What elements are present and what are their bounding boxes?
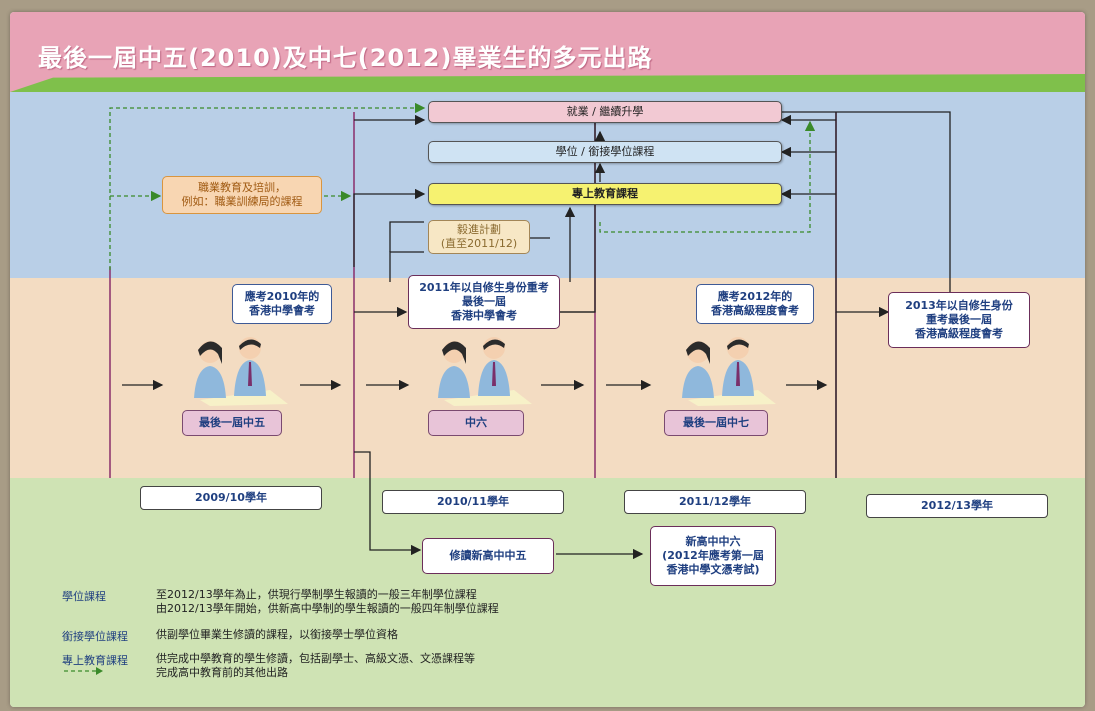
students-f7-illustration [682,337,776,406]
employment-further-study-box: 就業 / 繼續升學 [428,101,782,123]
stage-f6-label: 中六 [465,416,487,429]
hkcee-2010-line1: 應考2010年的 [244,290,320,303]
hkcee-2010-box: 應考2010年的 香港中學會考 [232,284,332,324]
year-2011-12-label: 2011/12學年 [679,495,751,508]
hkale-2012-line2: 香港高級程度會考 [711,304,799,317]
hkale-2013-line1: 2013年以自修生身份 [905,299,1013,312]
year-2010-11: 2010/11學年 [382,490,564,514]
nss-f5-label: 修讀新高中中五 [449,549,527,562]
stage-f5-label: 最後一屆中五 [199,416,265,429]
hkcee-2011-resit-box: 2011年以自修生身份重考 最後一屆 香港中學會考 [408,275,560,329]
hkale-2013-line2: 重考最後一屆 [926,313,992,326]
employment-label: 就業 / 繼續升學 [566,105,644,118]
legend-post-line1: 供完成中學教育的學生修讀，包括副學士、高級文憑、文憑課程等 [156,652,475,665]
vocational-training-box: 職業教育及培訓， 例如：職業訓練局的課程 [162,176,322,214]
hkcee-2011-line1: 2011年以自修生身份重考 [419,281,549,294]
nss-f6-line2: (2012年應考第一屆 [662,549,764,562]
degree-label: 學位 / 銜接學位課程 [555,145,655,158]
yi-jin-line2: (直至2011/12) [440,237,518,250]
diagram-title: 最後一屆中五(2010)及中七(2012)畢業生的多元出路 [38,44,653,72]
year-2010-11-label: 2010/11學年 [437,495,509,508]
stage-f5: 最後一屆中五 [182,410,282,436]
legend-degree-line2: 由2012/13學年開始，供新高中學制的學生報讀的一般四年制學位課程 [156,602,499,615]
stage-f7: 最後一屆中七 [664,410,768,436]
students-f6-illustration [438,337,532,406]
yi-jin-line1: 毅進計劃 [457,223,501,236]
year-2012-13: 2012/13學年 [866,494,1048,518]
legend-degree-line1: 至2012/13學年為止，供現行學制學生報讀的一般三年制學位課程 [156,588,477,601]
diagram-board: 最後一屆中五(2010)及中七(2012)畢業生的多元出路 [10,12,1085,707]
stage-f7-label: 最後一屆中七 [683,416,749,429]
legend-dashed-text: 完成高中教育前的其他出路 [156,666,288,679]
legend-topup-text: 供副學位畢業生修讀的課程，以銜接學士學位資格 [156,628,398,641]
hkcee-2010-line2: 香港中學會考 [249,304,315,317]
legend-post-text: 供完成中學教育的學生修讀，包括副學士、高級文憑、文憑課程等 完成高中教育前的其他… [156,652,475,680]
nss-f5-box: 修讀新高中中五 [422,538,554,574]
nss-f6-line1: 新高中中六 [685,535,741,548]
post-secondary-box: 專上教育課程 [428,183,782,205]
hkale-2013-resit-box: 2013年以自修生身份 重考最後一屆 香港高級程度會考 [888,292,1030,348]
hkcee-2011-line3: 香港中學會考 [451,309,517,322]
legend-degree-text: 至2012/13學年為止，供現行學制學生報讀的一般三年制學位課程 由2012/1… [156,588,499,616]
year-2011-12: 2011/12學年 [624,490,806,514]
hkale-2013-line3: 香港高級程度會考 [915,327,1003,340]
nss-f6-line3: 香港中學文憑考試) [666,563,760,576]
year-2012-13-label: 2012/13學年 [921,499,993,512]
post-secondary-label: 專上教育課程 [572,187,638,200]
yi-jin-box: 毅進計劃 (直至2011/12) [428,220,530,254]
stage-f6: 中六 [428,410,524,436]
vocational-line2: 例如：職業訓練局的課程 [181,195,303,208]
legend-topup-key: 銜接學位課程 [62,630,128,643]
year-2009-10: 2009/10學年 [140,486,322,510]
students-f5-illustration [194,337,288,406]
year-2009-10-label: 2009/10學年 [195,491,267,504]
hkale-2012-box: 應考2012年的 香港高級程度會考 [696,284,814,324]
hkale-2012-line1: 應考2012年的 [717,290,793,303]
nss-f6-box: 新高中中六 (2012年應考第一屆 香港中學文憑考試) [650,526,776,586]
degree-programme-box: 學位 / 銜接學位課程 [428,141,782,163]
hkcee-2011-line2: 最後一屆 [462,295,506,308]
legend-degree-key: 學位課程 [62,590,106,603]
legend-dashed-arrow-icon [64,667,103,675]
vocational-line1: 職業教育及培訓， [198,181,286,194]
title-accent-strip [10,74,1085,92]
legend-post-key: 專上教育課程 [62,654,128,667]
